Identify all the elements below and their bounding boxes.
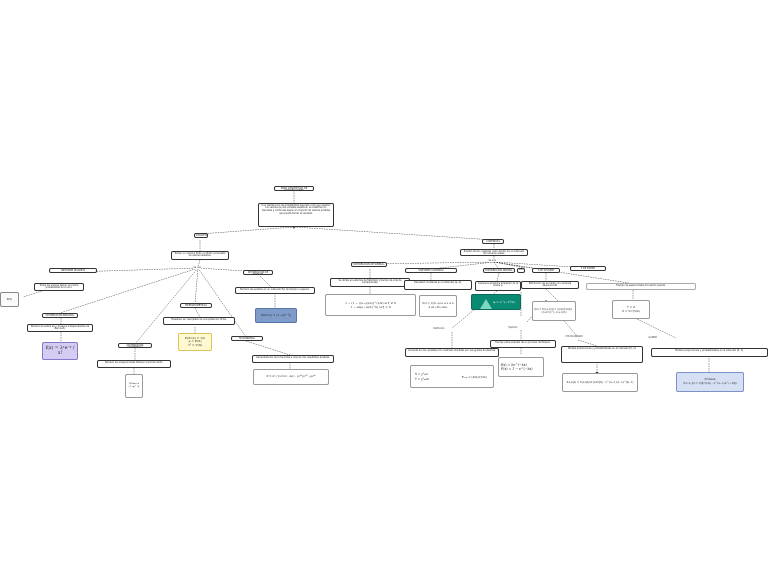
chi-connector-label: CHI-CUADRADO: [565, 335, 584, 338]
exponential-title: EXPONENCIAL: [517, 268, 525, 273]
root-title: MAPA CONCEPTUAL DE DISTRIBUCIONES: [274, 186, 314, 191]
hypergeometric-definition: Muestreo sin reemplazo de una población …: [163, 317, 235, 325]
edge-normal-fisher: [451, 290, 498, 329]
poisson-formula-text: P(X=x) = (1−p)ˣ⁻¹p: [261, 313, 291, 317]
expectation-small-box: E(X): [0, 292, 19, 307]
exp-formula-line-2: F(x) = 1 − e^(−λx): [501, 367, 533, 371]
beta-formula-text: f(x;α,β) = Γ(α+β)/(Γ(α)Γ(β)) · x^(α−1)(1…: [566, 380, 634, 384]
discrete-uniform-definition: Todos los valores tienen la misma probab…: [34, 283, 84, 291]
hypergeometric-title: HIPERGEOMÉTRICA: [180, 303, 212, 308]
chi-formula: T = Z Z = V/√(V/k): [612, 300, 650, 319]
edge-chi-beta: [577, 339, 598, 347]
edge-gamma-beta: [634, 317, 677, 339]
fisher-formula: X̄ = χ²ₙ/n Ȳ = χ²ₘ/m Fₙ,ₘ = (X/n)/(Y/m): [410, 365, 494, 388]
exponential-formula: f(x) = λe^(−λx) F(x) = 1 − e^(−λx): [498, 357, 544, 377]
edge-uniform-small: [22, 290, 43, 298]
discrete-title: DISCRETAS: [194, 233, 208, 238]
multinomial-title: MULTINOMIAL: [231, 336, 263, 341]
continuous-title: CONTINUAS: [482, 239, 504, 244]
yellow-formula-line-3: σ² = V(X): [187, 342, 203, 347]
student-definition: Estimación de la media con varianza desc…: [521, 281, 579, 289]
weibull-formula: 1 − (1 − ((x−μ)/α))^(1/k) si ξ ≠ 0 1 − e…: [325, 294, 416, 316]
edge-student-formula: [545, 288, 561, 304]
edge-intro-continuous: [293, 226, 495, 241]
uniform-discrete-formula: P(X=x) = 1/n μ = E(X) σ² = V(X): [178, 333, 212, 351]
student-formula: f(x) = Γ((v+1)/2) / (√(vπ)Γ(v/2)) · (1+x…: [532, 301, 576, 321]
edge-hub-hyper: [194, 267, 199, 305]
weibull-formula-line-2: 1 − exp(−(x/λ)^k) si ξ = 0: [350, 305, 391, 309]
continuous-definition: Pueden tomar cualquier valor dentro de u…: [460, 249, 528, 256]
yellow-formula-line-2: μ = E(X): [188, 339, 202, 344]
beta-definition: Modela proporciones y probabilidades en …: [561, 346, 643, 363]
weibull-definition: Se utiliza en estudios de fiabilidad y t…: [330, 278, 410, 287]
chi-formula-line-1: T = Z: [627, 304, 635, 309]
bell-curve-icon: [480, 299, 492, 309]
geometric-formula-text: P(X=x) = (1−p)ˣ⁻¹p: [128, 382, 140, 388]
fisher-formula-line-1: X̄ = χ²ₙ/n: [415, 372, 428, 377]
multinomial-formula-text: P = n! / (x₁!x₂!…xₖ!) · p₁ˣ¹p₂ˣ²…pₖˣᵏ: [266, 374, 316, 379]
weibull-formula-line-1: 1 − (1 − ((x−μ)/α))^(1/k) si ξ ≠ 0: [345, 300, 396, 305]
edge-hub-geometric: [134, 267, 199, 345]
uniform-formula-line-2: 0 en otro caso: [428, 306, 448, 309]
gamma-formula: Fórmula f(x; α, β) = 1/(βᵅΓ(α)) · x^(α−1…: [676, 372, 744, 392]
poisson-title: DISTRIBUCIÓN DE POISSON: [243, 270, 273, 275]
gamma-formula-title: Fórmula: [704, 378, 716, 382]
geometric-definition: Número de ensayos hasta obtener el prime…: [97, 360, 171, 368]
discrete-hub-label: Se usa: [193, 266, 202, 269]
fisher-title: F DE FISHER: [570, 266, 606, 271]
poisson-definition: Número de eventos en un intervalo fijo d…: [235, 287, 315, 294]
fisher-connector-label: Definición: [433, 327, 445, 330]
normal-title: DISTRIBUCIÓN NORMAL: [483, 268, 515, 273]
binomial-definition: Número de éxitos en n ensayos independie…: [27, 324, 93, 332]
continuous-uniform-definition: Densidad constante en el intervalo [a, b…: [404, 280, 472, 290]
continuous-hub-label: Se usa: [488, 259, 497, 262]
gamma-long-definition: Modela proporciones y probabilidades en …: [651, 348, 768, 357]
fisher-formula-line-2: Ȳ = χ²ₘ/m: [415, 376, 430, 381]
fisher-definition: Cociente de dos variables chi-cuadrado d…: [405, 348, 499, 357]
edge-normal-desc: [496, 272, 500, 282]
binomial-formula: f(x) = λˣe⁻ᵡ / x!: [42, 342, 78, 360]
fisher-formula-line-3: Fₙ,ₘ = (X/n)/(Y/m): [461, 375, 487, 379]
gamma-formula-text: f(x; α, β) = 1/(βᵅΓ(α)) · x^(α−1)e^(−x/β…: [683, 382, 737, 385]
beta-formula: f(x;α,β) = Γ(α+β)/(Γ(α)Γ(β)) · x^(α−1)(1…: [562, 373, 638, 392]
chi-formula-line-2: Z = V/√(V/k): [622, 308, 640, 313]
exp-formula-line-1: f(x) = λe^(−λx): [501, 362, 527, 367]
edge-chub-weibull: [369, 261, 495, 265]
poisson-formula: P(X=x) = (1−p)ˣ⁻¹p: [255, 308, 297, 323]
student-title: T DE STUDENT: [532, 268, 560, 273]
edge-hub-binomial: [59, 267, 199, 314]
continuous-uniform-formula: f(x) = 1/(b−a) a ≤ x ≤ b 0 en otro caso: [419, 295, 457, 317]
edge-poisson-desc: [259, 275, 272, 288]
discrete-uniform-title: UNIFORME DISCRETA: [49, 268, 97, 273]
edge-multinomial-desc: [245, 340, 291, 356]
intro-definition: Una distribución de probabilidad describ…: [258, 203, 334, 227]
edge-chub-gamma: [493, 261, 636, 285]
geometric-formula: P(X=x) = (1−p)ˣ⁻¹p: [125, 374, 143, 398]
edge-hub-multinomial: [197, 267, 247, 338]
geometric-title: DISTRIBUCIÓN GEOMÉTRICA: [118, 343, 152, 348]
gamma-connector-label: GAMMA: [648, 336, 658, 339]
student-formula-text: f(x) = Γ((v+1)/2) / (√(vπ)Γ(v/2)) · (1+x…: [534, 308, 574, 314]
multinomial-formula: P = n! / (x₁!x₂!…xₖ!) · p₁ˣ¹p₂ˣ²…pₖˣᵏ: [253, 369, 329, 385]
normal-formula-text: φ = e^(−x²/2): [493, 299, 515, 304]
edge-intro-discrete: [199, 226, 295, 235]
edge-ddesc-hub: [197, 259, 201, 268]
uniform-formula-line-1: f(x) = 1/(b−a) a ≤ x ≤ b: [422, 302, 454, 306]
edge-chub-normal: [493, 261, 500, 270]
edge-hub-poisson: [197, 267, 261, 273]
continuous-uniform-title: UNIFORME CONTINUA: [405, 268, 457, 273]
binomial-title: DISTRIBUCIÓN BINOMIAL: [42, 313, 78, 318]
multinomial-definition: Generalización de la binomial a más de d…: [252, 355, 334, 363]
normal-formula: φ = e^(−x²/2): [471, 294, 521, 310]
binomial-formula-text: f(x) = λˣe⁻ᵡ / x!: [45, 346, 75, 356]
exponential-connector-label: Ejemplo: [508, 326, 518, 329]
edge-chub-uniform: [430, 261, 495, 270]
yellow-formula-line-1: P(X=x) = 1/n: [185, 335, 205, 340]
discrete-definition: Toman un número finito o infinito numera…: [171, 251, 229, 260]
normal-definition: Campana simétrica alrededor de la media …: [475, 281, 521, 291]
gamma-definition: Tiempo de espera hasta el k-ésimo evento…: [586, 283, 696, 290]
weibull-title: DISTRIBUCIÓN DE WEIBULL: [351, 262, 387, 267]
exponential-definition: Tiempo entre eventos de un proceso de Po…: [490, 340, 556, 348]
edge-hyper-desc: [194, 307, 201, 318]
